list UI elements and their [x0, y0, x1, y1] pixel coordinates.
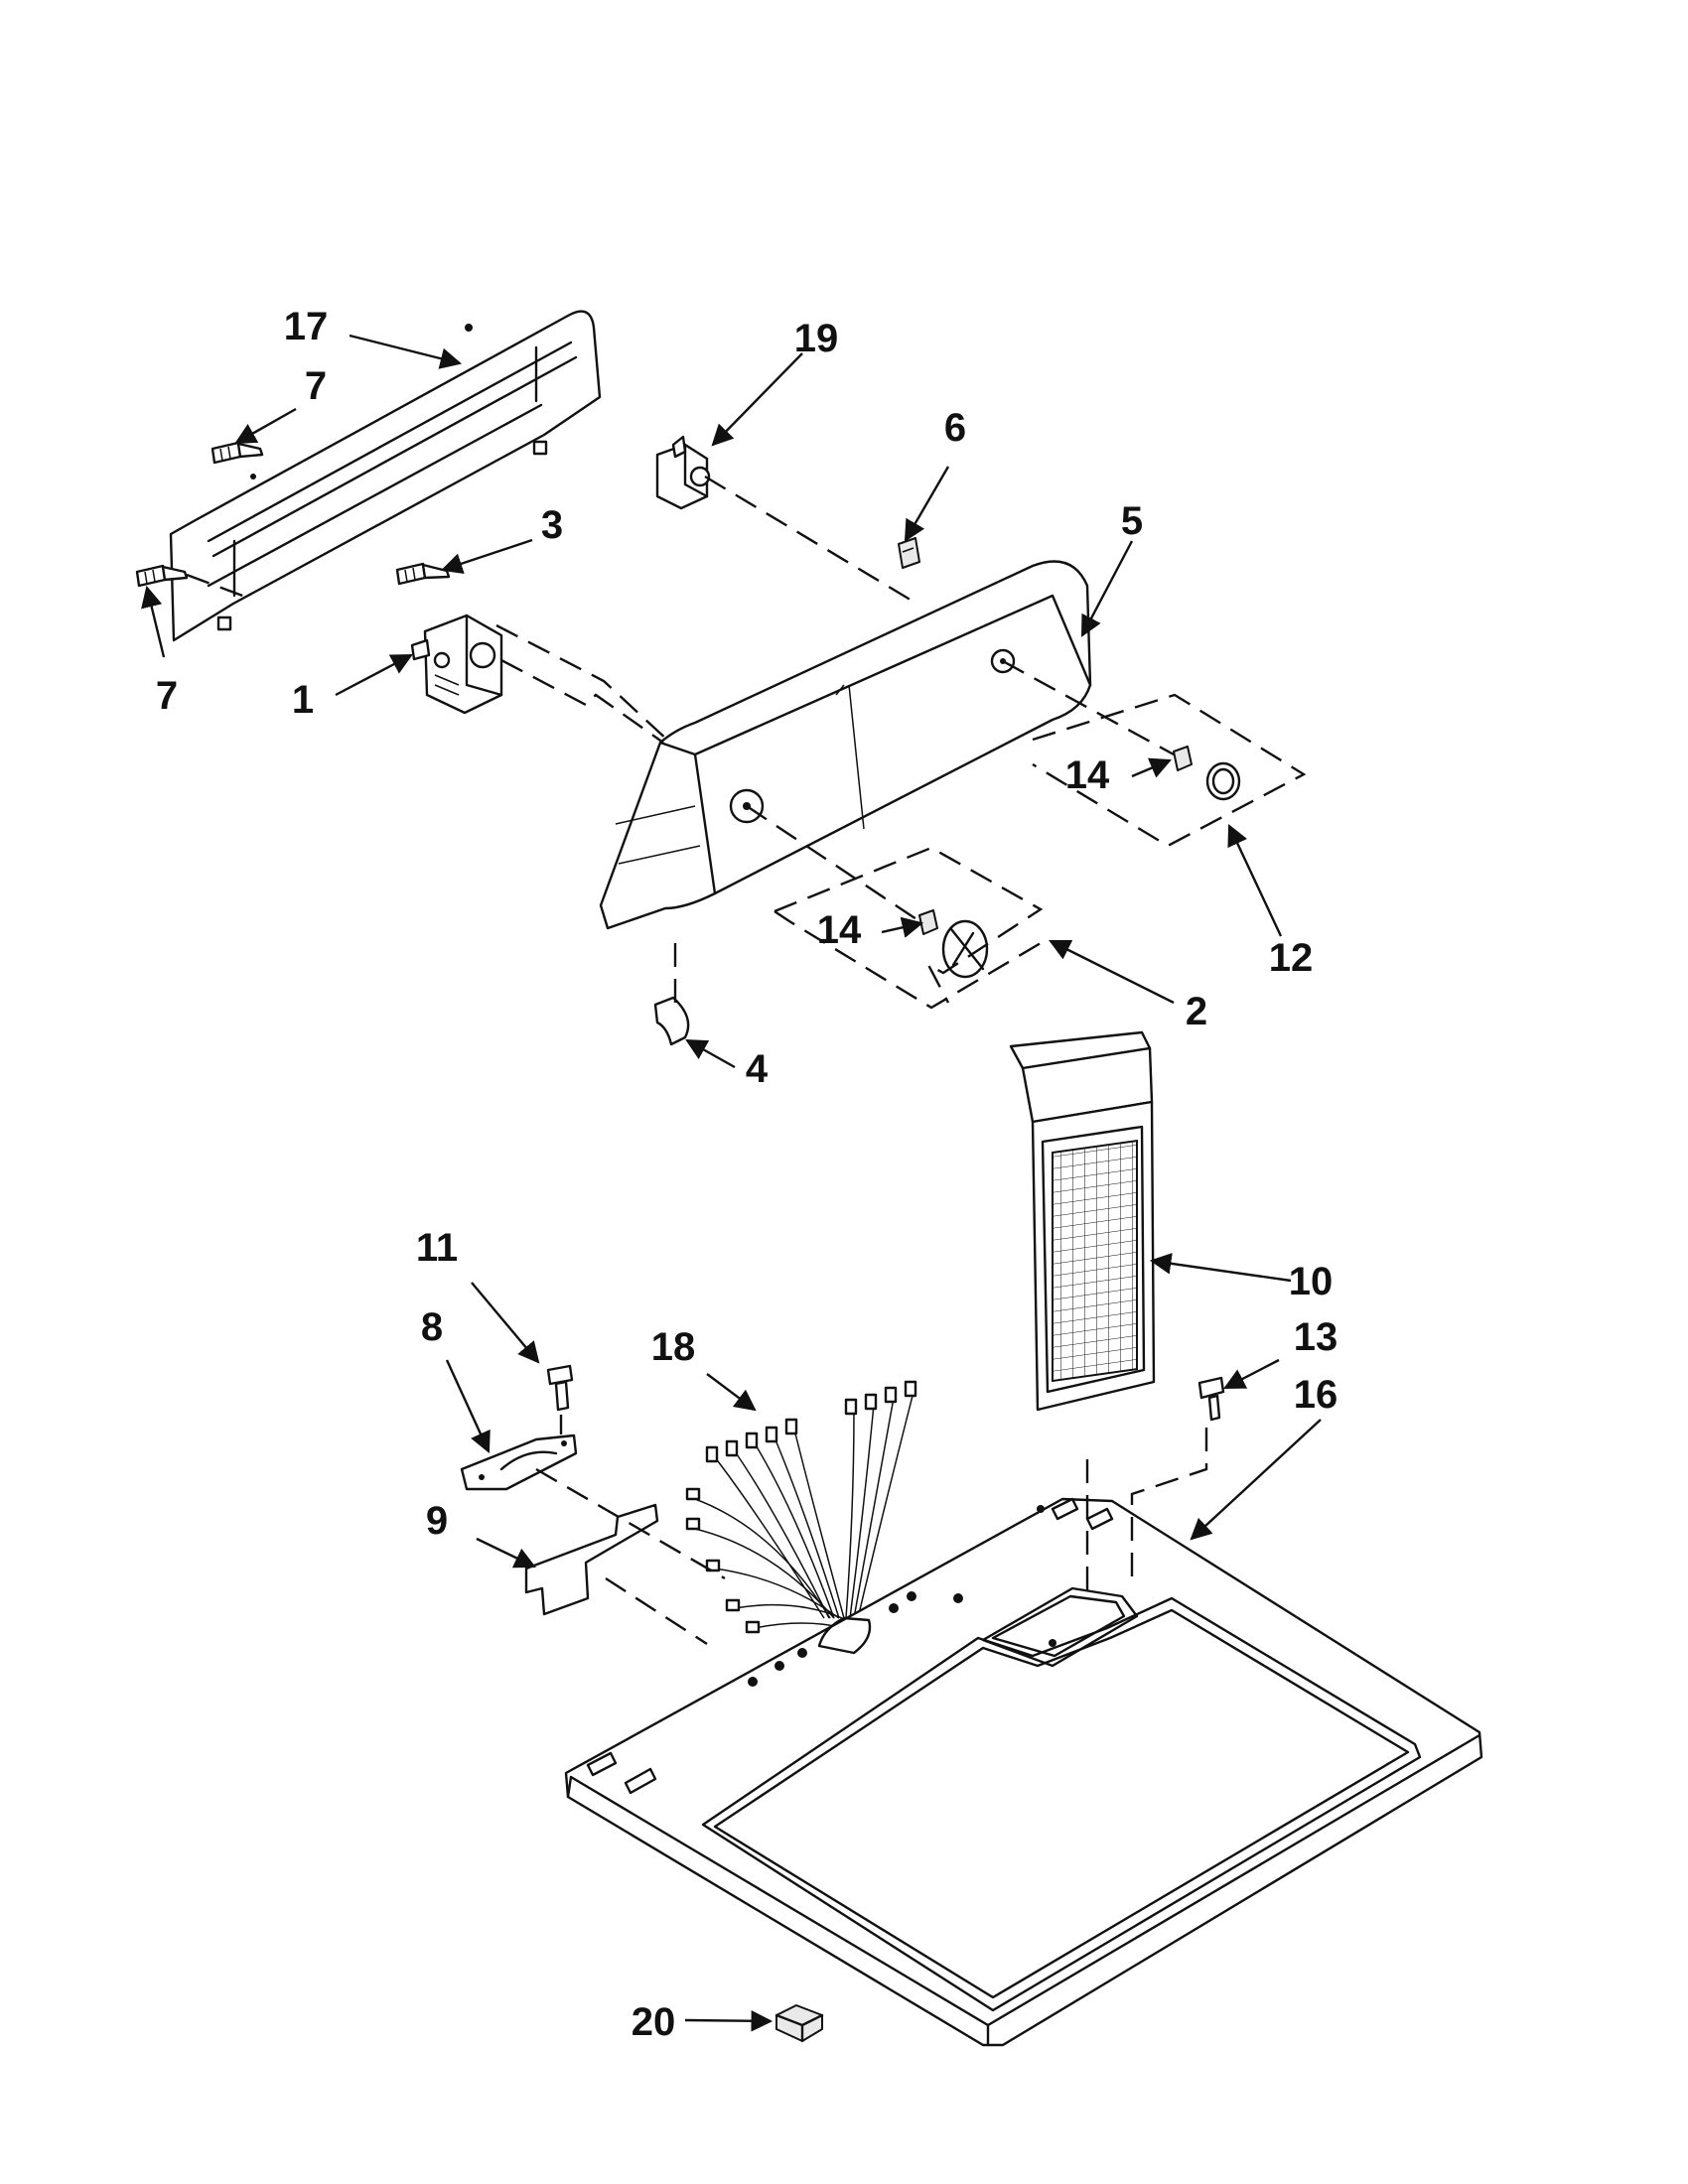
lint-screen-part-10 [1009, 1030, 1156, 1412]
knob-part-2 [941, 919, 989, 979]
clip-part-4 [653, 996, 690, 1046]
screw-part-13 [1197, 1376, 1225, 1422]
clip-part-6 [898, 537, 920, 569]
callout-1: 1 [292, 678, 314, 722]
callout-12: 12 [1269, 936, 1314, 980]
callout-11: 11 [416, 1226, 458, 1270]
callout-5: 5 [1121, 499, 1143, 543]
spring-part-14-right [1173, 746, 1193, 771]
timer-part-1 [410, 614, 503, 715]
assembly-dashed-lines [186, 475, 1307, 1646]
callout-8: 8 [421, 1305, 443, 1349]
callout-19: 19 [794, 317, 839, 360]
spring-part-14-left [918, 909, 938, 935]
callout-13: 13 [1294, 1315, 1338, 1359]
callout-14-right: 14 [1065, 753, 1110, 797]
callout-20: 20 [632, 2000, 676, 2044]
callout-4: 4 [746, 1047, 769, 1091]
callout-16: 16 [1294, 1373, 1338, 1417]
callout-7-lower: 7 [156, 674, 178, 718]
callout-7-upper: 7 [305, 364, 327, 408]
wire-harness-part-18 [685, 1380, 917, 1634]
bracket-part-9 [524, 1503, 659, 1616]
screw-part-3 [395, 562, 451, 586]
callout-labels: 17 7 7 3 1 19 6 5 14 12 14 2 4 10 13 16 … [156, 305, 1337, 2044]
rear-console-panel-part-17 [169, 310, 602, 642]
leader-arrows [141, 334, 1322, 2032]
top-panel-part-16 [564, 1497, 1483, 2047]
screw-part-7-upper [211, 441, 264, 465]
callout-18: 18 [651, 1325, 696, 1369]
foam-block-part-20 [774, 2004, 824, 2043]
callout-10: 10 [1289, 1260, 1334, 1303]
callout-17: 17 [284, 305, 329, 348]
bracket-part-8 [460, 1433, 578, 1491]
callout-2: 2 [1186, 990, 1207, 1033]
screw-part-7-lower [135, 564, 189, 588]
knob-part-12 [1205, 761, 1241, 801]
callout-6: 6 [944, 406, 966, 450]
callout-14-left: 14 [817, 908, 862, 952]
switch-part-19 [655, 435, 711, 510]
screw-part-11 [546, 1364, 574, 1412]
callout-9: 9 [426, 1499, 448, 1543]
callout-3: 3 [541, 503, 563, 547]
